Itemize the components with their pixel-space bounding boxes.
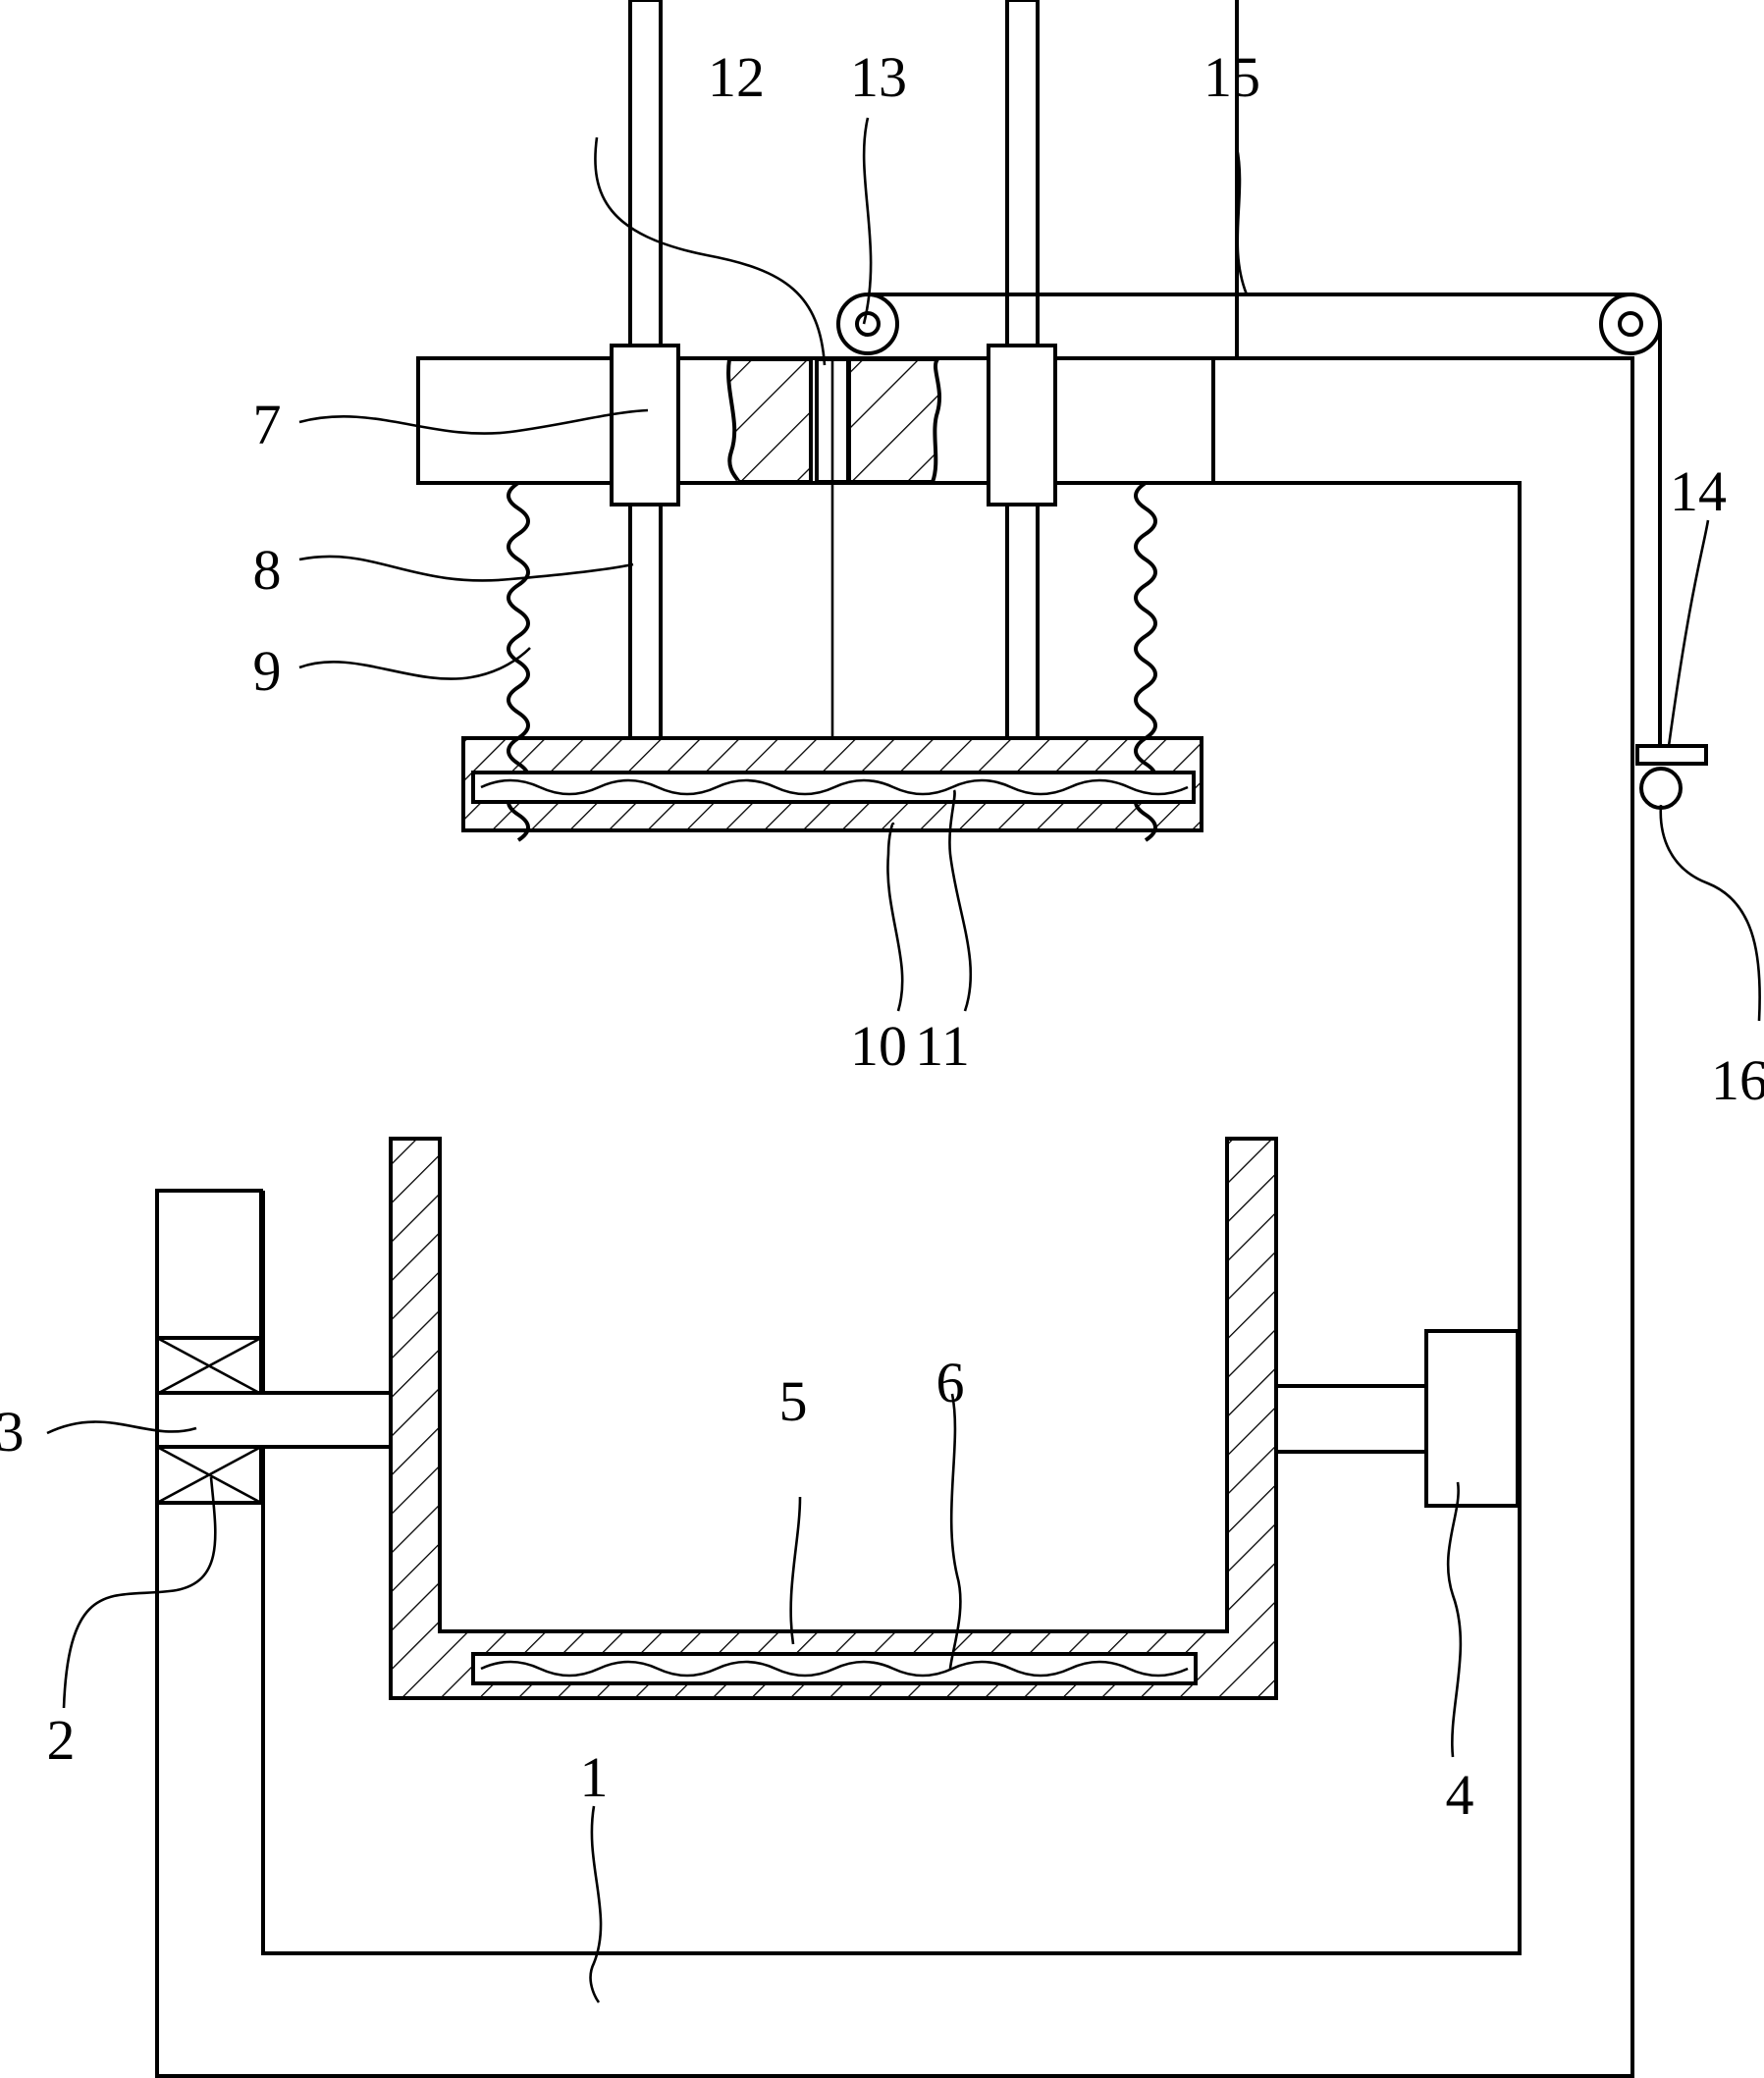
label-1: 1	[580, 1745, 609, 1809]
label-3: 3	[0, 1400, 25, 1464]
leader-lines	[46, 117, 1761, 2003]
label-8: 8	[253, 538, 282, 602]
pulley-right	[1599, 293, 1662, 355]
label-6: 6	[936, 1351, 965, 1414]
label-13: 13	[850, 45, 907, 109]
right-motor	[1274, 1329, 1520, 1508]
beam-section	[726, 357, 942, 738]
label-9: 9	[253, 639, 282, 703]
sleeves	[610, 344, 1057, 506]
label-5: 5	[779, 1369, 808, 1433]
left-bearing-assembly	[155, 1189, 393, 1505]
label-4: 4	[1446, 1763, 1474, 1827]
label-12: 12	[708, 45, 765, 109]
roller	[1639, 767, 1683, 810]
hook-plate	[1635, 744, 1708, 766]
label-11: 11	[915, 1014, 970, 1078]
tank	[389, 1137, 1278, 1700]
label-15: 15	[1203, 45, 1260, 109]
press-plate	[461, 736, 1203, 832]
label-2: 2	[47, 1708, 76, 1772]
label-7: 7	[253, 393, 282, 456]
label-14: 14	[1670, 459, 1727, 523]
pulley-system	[836, 293, 1708, 810]
label-10: 10	[850, 1014, 907, 1078]
label-16: 16	[1711, 1048, 1764, 1112]
part-labels: 12 13 15 14 16 7 8 9 10 11 3 2 5 6 4 1	[0, 45, 1764, 1827]
